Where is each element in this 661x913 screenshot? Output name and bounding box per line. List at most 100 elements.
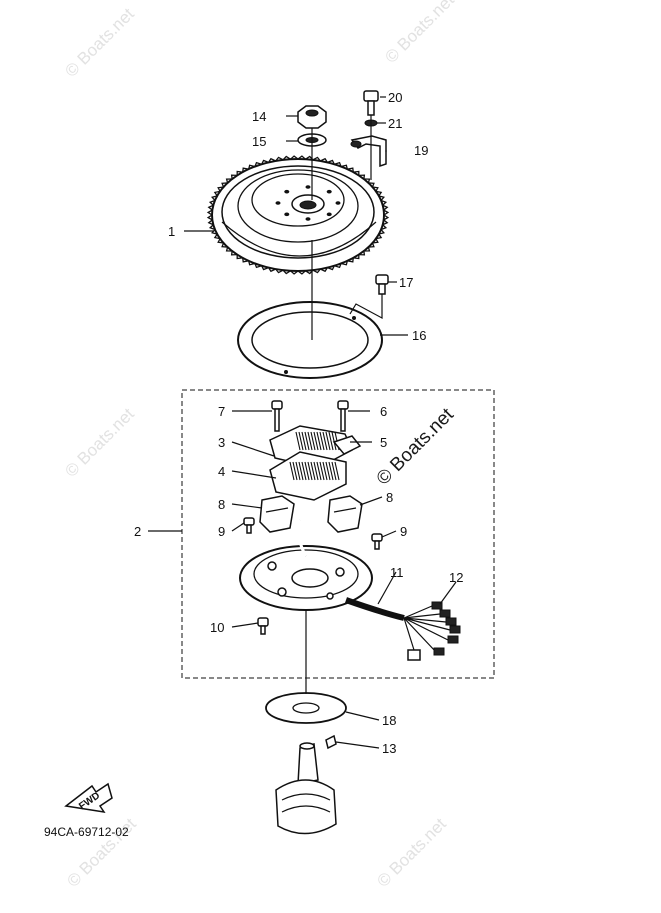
gear-tooth <box>242 257 249 263</box>
key-part-13 <box>325 734 337 750</box>
wire-harness-part-11 <box>345 597 451 653</box>
watermark-top-left: © Boats.net <box>61 4 138 81</box>
flywheel-hole <box>284 189 290 194</box>
bracket-part-19 <box>350 135 387 168</box>
coil-winding <box>319 461 325 481</box>
watermark-bottom-right: © Boats.net <box>373 814 450 891</box>
callout-labels: 14 15 20 21 19 1 17 16 7 6 3 5 4 8 8 9 9… <box>134 90 463 756</box>
gear-tooth <box>363 246 371 252</box>
callout-10: 10 <box>210 620 224 635</box>
gear-tooth <box>236 254 243 260</box>
callout-21: 21 <box>388 116 402 131</box>
coil-winding <box>313 461 319 481</box>
gear-tooth <box>230 250 238 256</box>
coil-winding <box>307 461 313 481</box>
gear-tooth <box>213 190 221 197</box>
gear-tooth <box>353 254 360 260</box>
connectors-part-12 <box>407 601 461 661</box>
gear-tooth <box>275 156 284 162</box>
gear-tooth <box>225 246 233 252</box>
callout-9-right: 9 <box>400 524 407 539</box>
gear-tooth <box>207 219 214 226</box>
gear-tooth <box>375 190 383 197</box>
drawing-code: 94CA-69712-02 <box>44 825 129 839</box>
callout-19: 19 <box>414 143 428 158</box>
flywheel-hole <box>305 217 311 221</box>
gear-tooth <box>372 238 379 244</box>
watermark-mid-left: © Boats.net <box>61 404 138 481</box>
gear-tooth <box>383 209 390 216</box>
gear-tooth <box>372 186 379 192</box>
callout-6: 6 <box>380 404 387 419</box>
stator-assembly-box <box>181 389 495 679</box>
pulser-part-8-right <box>327 495 363 533</box>
gear-tooth <box>236 170 243 176</box>
leader-lines <box>148 96 457 749</box>
gear-tooth <box>207 204 214 211</box>
gear-tooth <box>282 155 291 161</box>
screw-part-10 <box>257 617 269 635</box>
gear-tooth <box>334 161 342 167</box>
gear-tooth <box>297 270 306 275</box>
spacer-part-18 <box>265 692 347 724</box>
pulser-coil-part-4 <box>269 451 347 501</box>
gear-tooth <box>353 170 360 176</box>
gear-tooth <box>211 229 218 235</box>
gear-tooth <box>254 161 262 167</box>
coil-winding <box>301 461 307 481</box>
screw-part-7 <box>271 400 283 432</box>
gear-tooth <box>383 214 390 221</box>
screw-part-9-right <box>371 533 383 550</box>
gear-tooth <box>347 167 354 173</box>
coil-winding <box>316 461 322 481</box>
coil-winding <box>313 431 319 451</box>
gear-tooth <box>268 267 277 273</box>
gasket-part-16 <box>237 301 383 379</box>
callout-12: 12 <box>449 570 463 585</box>
gear-tooth <box>382 219 389 226</box>
coil-winding <box>334 461 340 481</box>
gear-tooth <box>206 209 213 216</box>
gear-tooth <box>221 242 228 248</box>
gear-tooth <box>319 157 328 163</box>
gear-tooth <box>225 178 233 184</box>
coil-winding <box>316 431 322 451</box>
coil-winding <box>322 431 328 451</box>
flywheel-hole <box>275 201 281 205</box>
lighting-coil-part-5 <box>332 435 362 455</box>
gear-tooth <box>319 267 328 273</box>
flywheel-hole <box>305 185 311 189</box>
gear-tooth <box>213 233 221 240</box>
gear-tooth <box>208 224 216 231</box>
coil-winding <box>292 461 298 481</box>
crankshaft <box>275 742 337 835</box>
coil-winding <box>310 461 316 481</box>
callout-20: 20 <box>388 90 402 105</box>
gear-tooth <box>380 224 388 231</box>
coil-winding <box>295 431 301 451</box>
coil-winding <box>325 461 331 481</box>
callout-9-left: 9 <box>218 524 225 539</box>
gear-tooth <box>290 270 299 275</box>
gear-tooth <box>275 268 284 274</box>
coil-winding <box>331 431 337 451</box>
flywheel-part-1 <box>206 155 390 275</box>
gear-tooth <box>340 164 348 170</box>
flywheel-hole <box>326 212 332 217</box>
gear-tooth <box>208 199 216 206</box>
screw-part-6 <box>337 400 349 432</box>
callout-5: 5 <box>380 435 387 450</box>
coil-winding <box>301 431 307 451</box>
callout-17: 17 <box>399 275 413 290</box>
callout-4: 4 <box>218 464 225 479</box>
coil-winding <box>298 431 304 451</box>
coil-winding <box>328 431 334 451</box>
gear-tooth <box>312 156 321 162</box>
coil-winding <box>298 461 304 481</box>
pulser-part-8-left <box>259 495 295 533</box>
gear-tooth <box>248 260 256 266</box>
gear-tooth <box>358 174 366 180</box>
gear-tooth <box>340 260 348 266</box>
watermark-top-right: © Boats.net <box>381 0 458 67</box>
callout-11: 11 <box>390 565 404 580</box>
